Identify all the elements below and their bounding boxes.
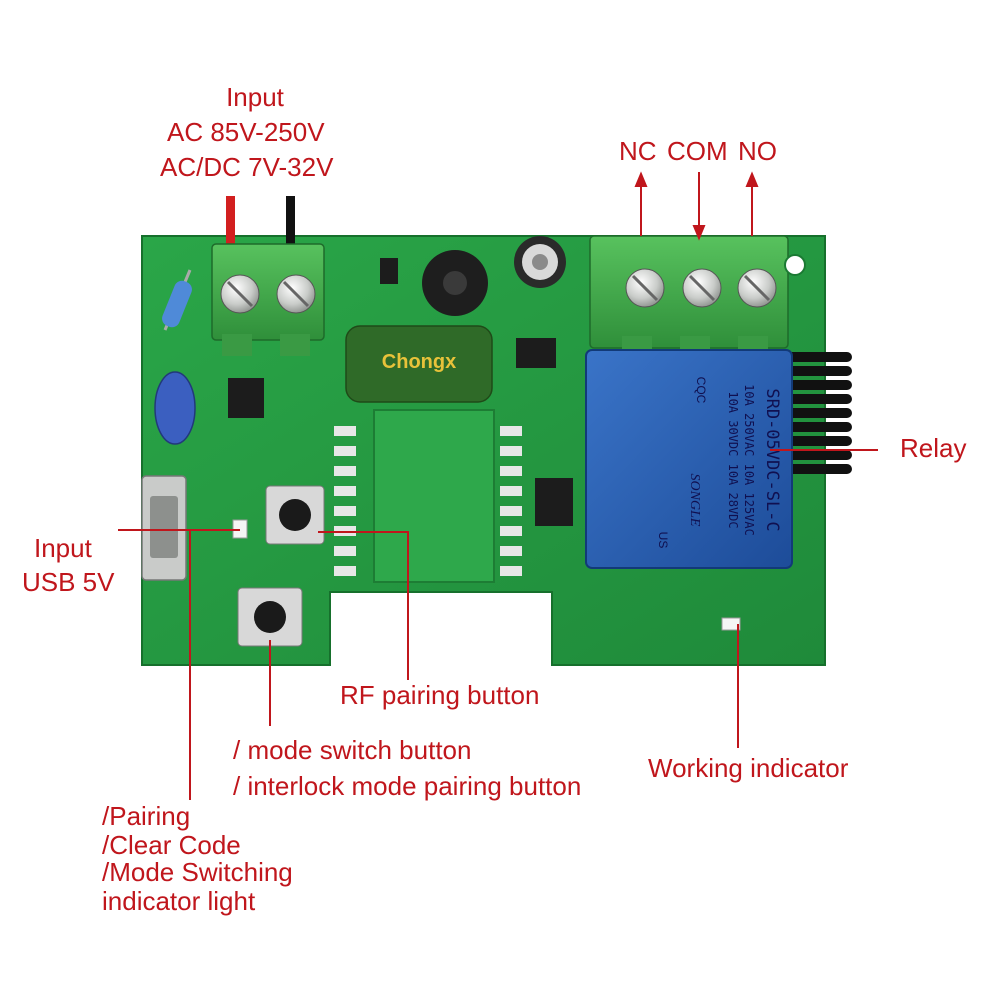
capacitor-brand-text: Chongx: [382, 351, 456, 373]
ic-chip-right: [535, 478, 573, 526]
working-led: [721, 617, 741, 631]
rf-module: [334, 409, 522, 583]
mode-switch-button-part: [237, 587, 303, 647]
transistor: [516, 338, 556, 368]
pairing-label-2: /Clear Code: [102, 830, 241, 860]
pairing-label-1: /Pairing: [102, 801, 191, 831]
working-indicator-label: Working indicator: [648, 753, 849, 783]
interlock-mode-label: / interlock mode pairing button: [233, 771, 582, 801]
output-terminal-block: [589, 235, 789, 358]
relay-cqc-text: CQC: [694, 377, 708, 404]
nc-label: NC: [619, 136, 657, 166]
ic-chip-left: [228, 378, 264, 418]
usb-port: [141, 475, 187, 581]
blue-capacitor: [154, 371, 196, 445]
relay-rating-line1: 10A 250VAC 10A 125VAC: [742, 384, 756, 536]
small-diode: [380, 258, 398, 284]
no-label: NO: [738, 136, 777, 166]
antenna-coil: [780, 352, 852, 474]
usb-5v-label: USB 5V: [22, 567, 115, 597]
relay-label: Relay: [900, 433, 967, 463]
relay-model-text: SRD-05VDC-SL-C: [762, 388, 782, 531]
input-title-label: Input: [226, 82, 284, 112]
input-ac-label: AC 85V-250V: [167, 117, 325, 147]
mode-switch-label: / mode switch button: [233, 735, 472, 765]
film-capacitor: Chongx: [345, 325, 493, 403]
rf-pairing-button-part: [265, 485, 325, 545]
relay-us-text: US: [656, 532, 670, 549]
pairing-label-3: /Mode Switching: [102, 857, 293, 887]
input-acdc-label: AC/DC 7V-32V: [160, 152, 334, 182]
resistor: [162, 269, 192, 331]
terminal-arrows: [634, 171, 759, 241]
mounting-hole: [784, 254, 806, 276]
usb-input-label: Input: [34, 533, 92, 563]
pairing-label-4: indicator light: [102, 886, 256, 916]
relay-brand-text: SONGLE: [687, 474, 702, 527]
com-label: COM: [667, 136, 728, 166]
relay-component: SRD-05VDC-SL-C 10A 250VAC 10A 125VAC 10A…: [585, 349, 793, 569]
rf-pairing-label: RF pairing button: [340, 680, 540, 710]
relay-rating-line2: 10A 30VDC 10A 28VDC: [726, 391, 740, 528]
input-terminal-block: [211, 243, 325, 356]
electrolytic-capacitor: [514, 236, 566, 288]
callout-lines: [118, 449, 878, 800]
black-wire: [286, 196, 295, 246]
red-wire: [226, 196, 235, 246]
